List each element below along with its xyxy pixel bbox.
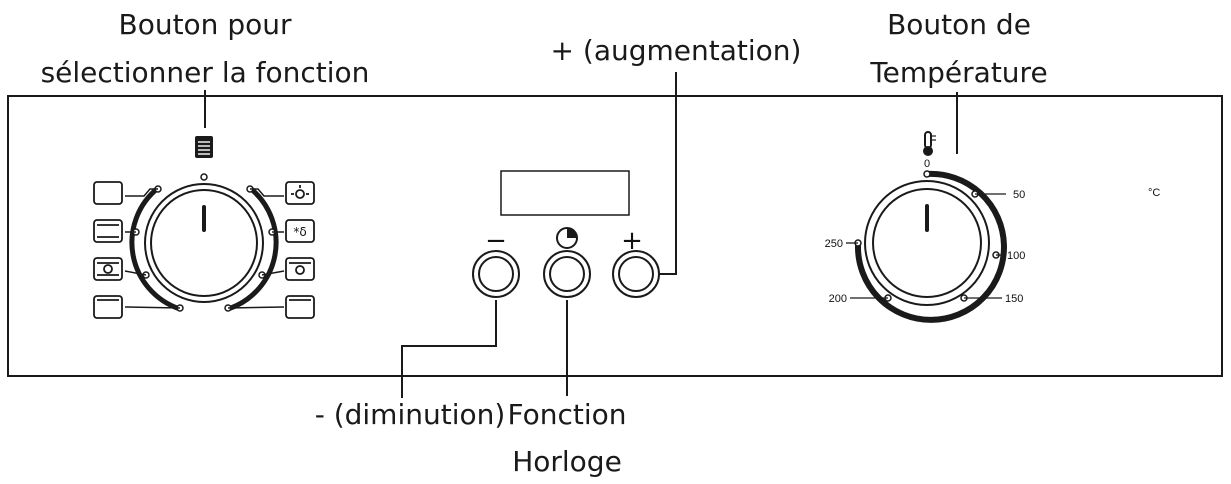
oven-top-heat-icon — [93, 181, 123, 205]
temp-label-0: 0 — [924, 158, 930, 170]
clock-button[interactable] — [543, 250, 591, 298]
temp-label-200: 200 — [829, 293, 847, 305]
label-temperature-line1: Bouton de — [887, 8, 1031, 41]
temp-label-250: 250 — [825, 238, 843, 250]
temp-label-150: 150 — [1005, 293, 1023, 305]
temp-label-100: 100 — [1007, 250, 1025, 262]
plus-button[interactable] — [612, 250, 660, 298]
label-function-selector-line1: Bouton pour — [118, 8, 291, 41]
defrost-symbol: *δ — [293, 225, 306, 239]
clock-icon — [556, 227, 578, 249]
function-selector-knob[interactable]: *δ — [93, 136, 315, 319]
label-decrease: - (diminution) — [315, 398, 506, 431]
leader-lines — [204, 72, 958, 398]
function-scale-arc-right — [225, 185, 279, 312]
oven-function-icons-right — [285, 181, 315, 319]
clock-display — [500, 170, 630, 216]
plus-symbol: + — [621, 226, 643, 256]
oven-grill-icon — [285, 295, 315, 319]
label-increase: + (augmentation) — [551, 34, 802, 67]
label-temperature-line2: Température — [869, 56, 1047, 89]
oven-defrost-icon — [285, 219, 315, 243]
temp-label-50: 50 — [1013, 189, 1025, 201]
control-panel — [7, 95, 1223, 377]
oven-function-icons-left — [93, 181, 123, 319]
minus-button[interactable] — [472, 250, 520, 298]
temperature-knob[interactable]: 0 50 100 150 200 250 — [825, 131, 1026, 323]
minus-symbol: − — [485, 226, 507, 256]
oven-top-bottom-heat-icon — [93, 219, 123, 243]
thermometer-icon — [923, 131, 936, 156]
leader-decrease — [401, 300, 497, 398]
leader-increase — [650, 72, 677, 275]
label-function-selector-line2: sélectionner la fonction — [41, 56, 370, 89]
oven-bottom-heat-icon — [93, 295, 123, 319]
menu-lines-icon — [195, 136, 213, 158]
off-position-marker — [200, 173, 208, 181]
temperature-unit: °C — [1148, 187, 1160, 199]
label-clock-line2: Horloge — [512, 445, 622, 478]
label-clock-line1: Fonction — [507, 398, 626, 431]
function-scale-arc-left — [129, 185, 183, 312]
